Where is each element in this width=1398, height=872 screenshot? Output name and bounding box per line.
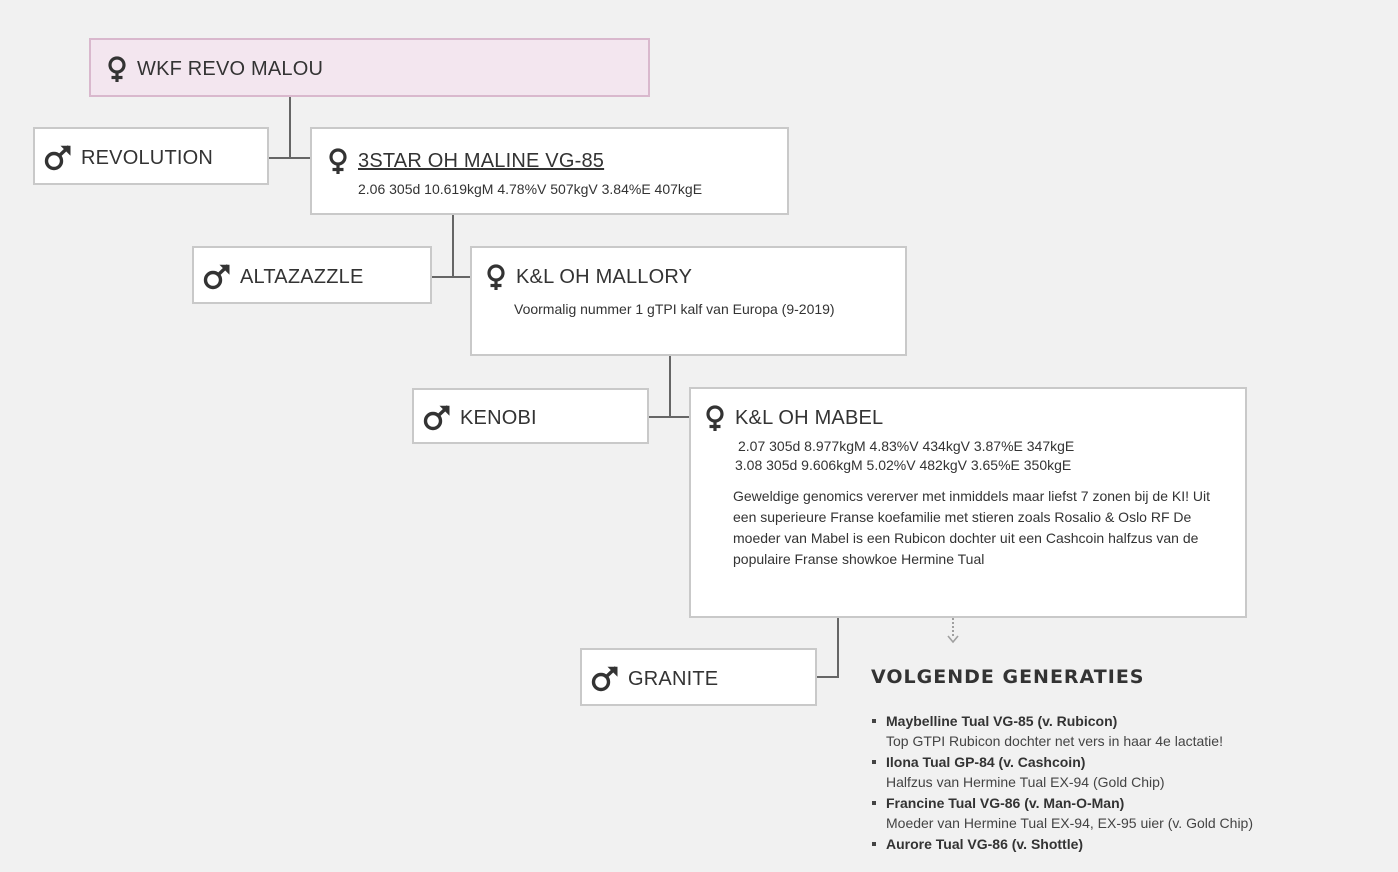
lactation-stats: 2.06 305d 10.619kgM 4.78%V 507kgV 3.84%E… bbox=[358, 181, 703, 197]
list-item: Aurore Tual VG-86 (v. Shottle) bbox=[871, 834, 1391, 854]
descendant-name: Maybelline Tual VG-85 (v. Rubicon) bbox=[886, 713, 1118, 729]
sire-name: ALTAZAZZLE bbox=[240, 265, 364, 288]
connector-sire-altazazzle bbox=[431, 276, 472, 278]
male-symbol-icon bbox=[422, 404, 452, 432]
sire-card-altazazzle[interactable]: ALTAZAZZLE bbox=[192, 246, 432, 304]
connector-gen2-to-gen3 bbox=[669, 355, 671, 417]
female-symbol-icon bbox=[484, 263, 508, 291]
connector-gen3-to-gen4-vertical bbox=[837, 617, 839, 678]
dam-name-link[interactable]: 3STAR OH MALINE VG-85 bbox=[358, 149, 605, 172]
descendant-name: Ilona Tual GP-84 (v. Cashcoin) bbox=[886, 754, 1086, 770]
male-symbol-icon bbox=[202, 263, 232, 291]
connector-gen1-to-gen2 bbox=[452, 214, 454, 277]
sire-name: REVOLUTION bbox=[81, 146, 214, 169]
next-generations-title: VOLGENDE GENERATIES bbox=[871, 666, 1145, 688]
dam-card-maline[interactable]: 3STAR OH MALINE VG-85 2.06 305d 10.619kg… bbox=[310, 127, 789, 215]
dam-card-mabel[interactable]: K&L OH MABEL 2.07 305d 8.977kgM 4.83%V 4… bbox=[689, 387, 1247, 618]
dam-name: K&L OH MABEL bbox=[735, 406, 884, 429]
list-item: Francine Tual VG-86 (v. Man-O-Man) Moede… bbox=[871, 793, 1391, 833]
dam-name: K&L OH MALLORY bbox=[516, 265, 693, 288]
descendant-note: Top GTPI Rubicon dochter net vers in haa… bbox=[886, 733, 1223, 749]
bullet-icon bbox=[872, 719, 876, 723]
descendant-note: Halfzus van Hermine Tual EX-94 (Gold Chi… bbox=[886, 774, 1165, 790]
lactation-stats: 3.08 305d 9.606kgM 5.02%V 482kgV 3.65%E … bbox=[735, 457, 1072, 473]
female-symbol-icon bbox=[703, 404, 727, 432]
sire-name: KENOBI bbox=[460, 406, 537, 429]
sire-card-kenobi[interactable]: KENOBI bbox=[412, 388, 649, 444]
bullet-icon bbox=[872, 760, 876, 764]
list-item: Ilona Tual GP-84 (v. Cashcoin) Halfzus v… bbox=[871, 752, 1391, 792]
root-animal-card: WKF REVO MALOU bbox=[89, 38, 650, 97]
root-animal-name: WKF REVO MALOU bbox=[137, 57, 324, 80]
descendant-note: Moeder van Hermine Tual EX-94, EX-95 uie… bbox=[886, 815, 1254, 831]
dotted-connector bbox=[952, 618, 954, 636]
arrow-down-icon bbox=[946, 632, 960, 646]
bullet-icon bbox=[872, 842, 876, 846]
sire-card-granite[interactable]: GRANITE bbox=[580, 648, 817, 706]
bullet-icon bbox=[872, 801, 876, 805]
dam-description: Geweldige genomics vererver met inmiddel… bbox=[733, 488, 1210, 567]
female-symbol-icon bbox=[105, 55, 129, 83]
sire-card-revolution[interactable]: REVOLUTION bbox=[33, 127, 269, 185]
male-symbol-icon bbox=[43, 144, 73, 172]
connector-sire-kenobi bbox=[648, 416, 691, 418]
list-item: Maybelline Tual VG-85 (v. Rubicon) Top G… bbox=[871, 711, 1391, 751]
connector-sire-revolution bbox=[268, 157, 311, 159]
dam-description: Voormalig nummer 1 gTPI kalf van Europa … bbox=[514, 301, 835, 317]
next-generations-list: Maybelline Tual VG-85 (v. Rubicon) Top G… bbox=[871, 711, 1391, 855]
male-symbol-icon bbox=[590, 665, 620, 693]
descendant-name: Francine Tual VG-86 (v. Man-O-Man) bbox=[886, 795, 1125, 811]
dam-card-mallory[interactable]: K&L OH MALLORY Voormalig nummer 1 gTPI k… bbox=[470, 246, 907, 356]
lactation-stats: 2.07 305d 8.977kgM 4.83%V 434kgV 3.87%E … bbox=[738, 438, 1075, 454]
female-symbol-icon bbox=[326, 147, 350, 175]
sire-name: GRANITE bbox=[628, 667, 719, 690]
descendant-name: Aurore Tual VG-86 (v. Shottle) bbox=[886, 836, 1084, 852]
connector-root-to-gen1 bbox=[289, 96, 291, 158]
connector-sire-granite bbox=[816, 676, 839, 678]
